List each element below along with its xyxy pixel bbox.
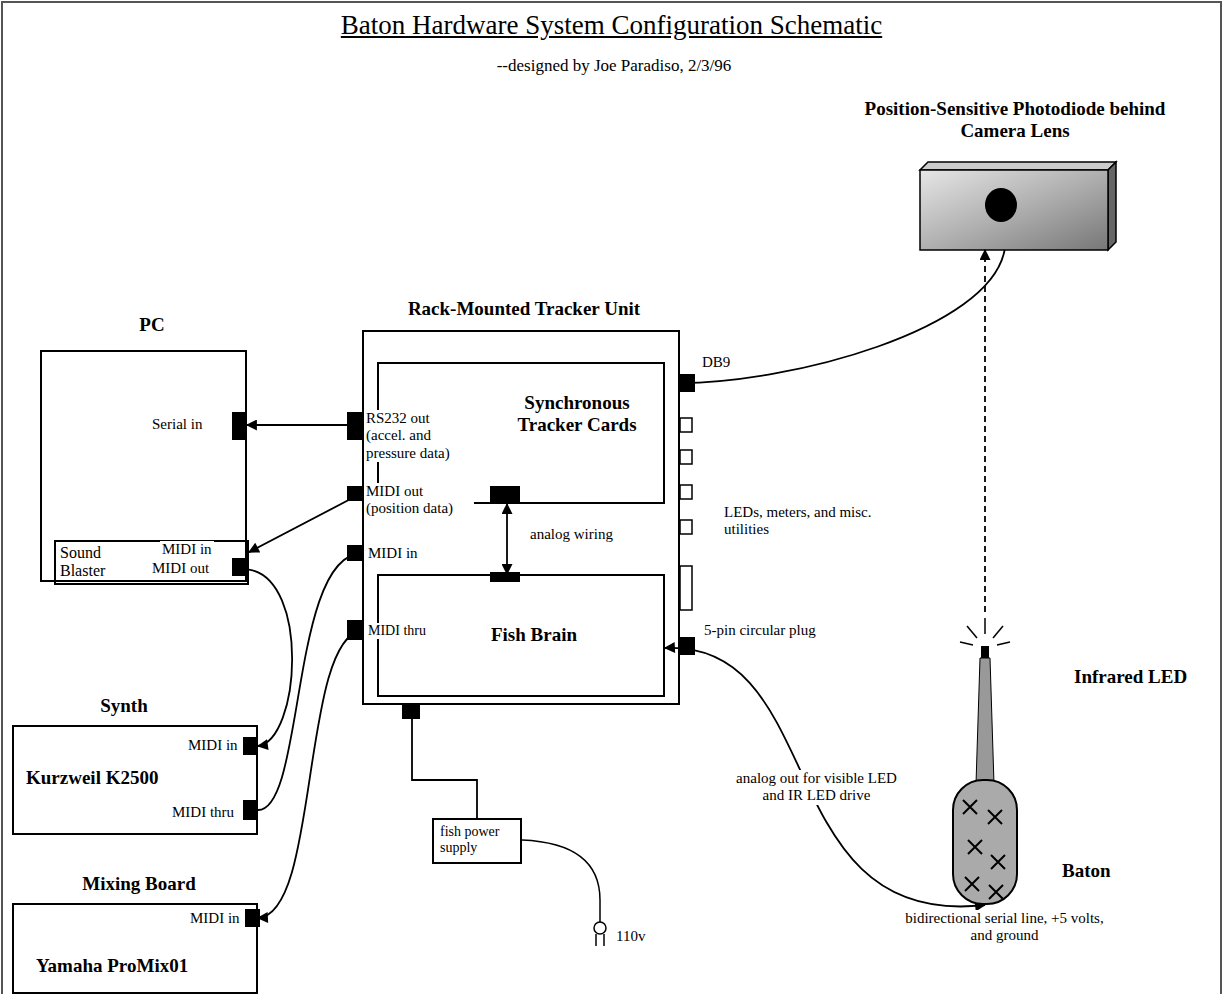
box-label: Fish Brain [469,624,599,646]
rack-unit-box: Rack-Mounted Tracker UnitSynchronous Tra… [362,330,680,705]
baton-figure: Baton [940,612,1130,905]
port-name: MIDI out (position data) [364,483,474,518]
pressure-sensor-mark [988,810,1002,824]
port-name: MIDI in [366,545,420,562]
baton-grip [953,780,1017,904]
box-heading: PC [122,314,182,336]
light-ray [993,626,1003,638]
box-label: fish power supply [440,824,518,856]
connector [680,250,1005,383]
pressure-sensor-mark [965,877,979,891]
connector [665,648,985,907]
connector-label: analog out for visible LED and IR LED dr… [722,770,911,805]
port-name: MIDI in [186,737,240,754]
port-name: MIDI in [188,910,242,927]
light-ray [960,642,973,645]
pressure-sensor-mark [989,885,1003,899]
box-heading: Baton [1062,860,1128,882]
part-name: Infrared LED [1072,666,1189,688]
infrared-led [981,646,989,658]
pressure-sensor-mark [968,840,982,854]
connector [258,630,362,918]
port-jacks [232,374,695,927]
diagram-title: Baton Hardware System Configuration Sche… [0,10,1223,41]
connector [412,705,477,818]
port-name: MIDI out [150,560,211,577]
pressure-sensor-mark [991,855,1005,869]
connector [984,250,986,612]
box-label: Yamaha ProMix01 [36,955,246,977]
connector [249,493,362,552]
port-name: MIDI thru [170,804,236,821]
power-cord [522,840,606,946]
light-ray [967,626,977,638]
box-heading: Position-Sensitive Photodiode behind Cam… [860,98,1170,142]
note-text: LEDs, meters, and misc. utilities [722,504,891,539]
power-supply-box: fish power supply [432,818,522,864]
port-name: Serial in [150,416,204,433]
author-note: --designed by Joe Paradiso, 2/3/96 [412,56,816,76]
light-ray [984,618,986,634]
photodiode-housing [920,162,1116,250]
voltage-label: 110v [614,928,647,945]
light-ray [997,642,1010,645]
box-heading: Synth [84,695,164,717]
port-name: MIDI thru [366,623,428,639]
box-label: Sound Blaster [60,544,120,581]
computer-box: PCSound Blaster [40,350,247,582]
connector [247,424,362,426]
indicator-squares [680,418,692,610]
port-name: MIDI in [160,541,214,558]
pressure-sensor-mark [963,800,977,814]
box-heading: Rack-Mounted Tracker Unit [374,298,674,320]
baton-rod [976,658,994,784]
port-name: RS232 out (accel. and pressure data) [364,410,474,462]
cable-note: bidirectional serial line, +5 volts, and… [900,910,1109,945]
connector-label: analog wiring [528,526,615,543]
connector-name: 5-pin circular plug [702,622,818,639]
box-label: Kurzweil K2500 [26,767,226,789]
connector [249,570,292,746]
box-label: Synchronous Tracker Cards [497,392,657,436]
connector-name: DB9 [700,354,732,371]
photodiode-box: Position-Sensitive Photodiode behind Cam… [920,170,1108,250]
connector [506,504,508,574]
box-heading: Mixing Board [54,873,224,895]
